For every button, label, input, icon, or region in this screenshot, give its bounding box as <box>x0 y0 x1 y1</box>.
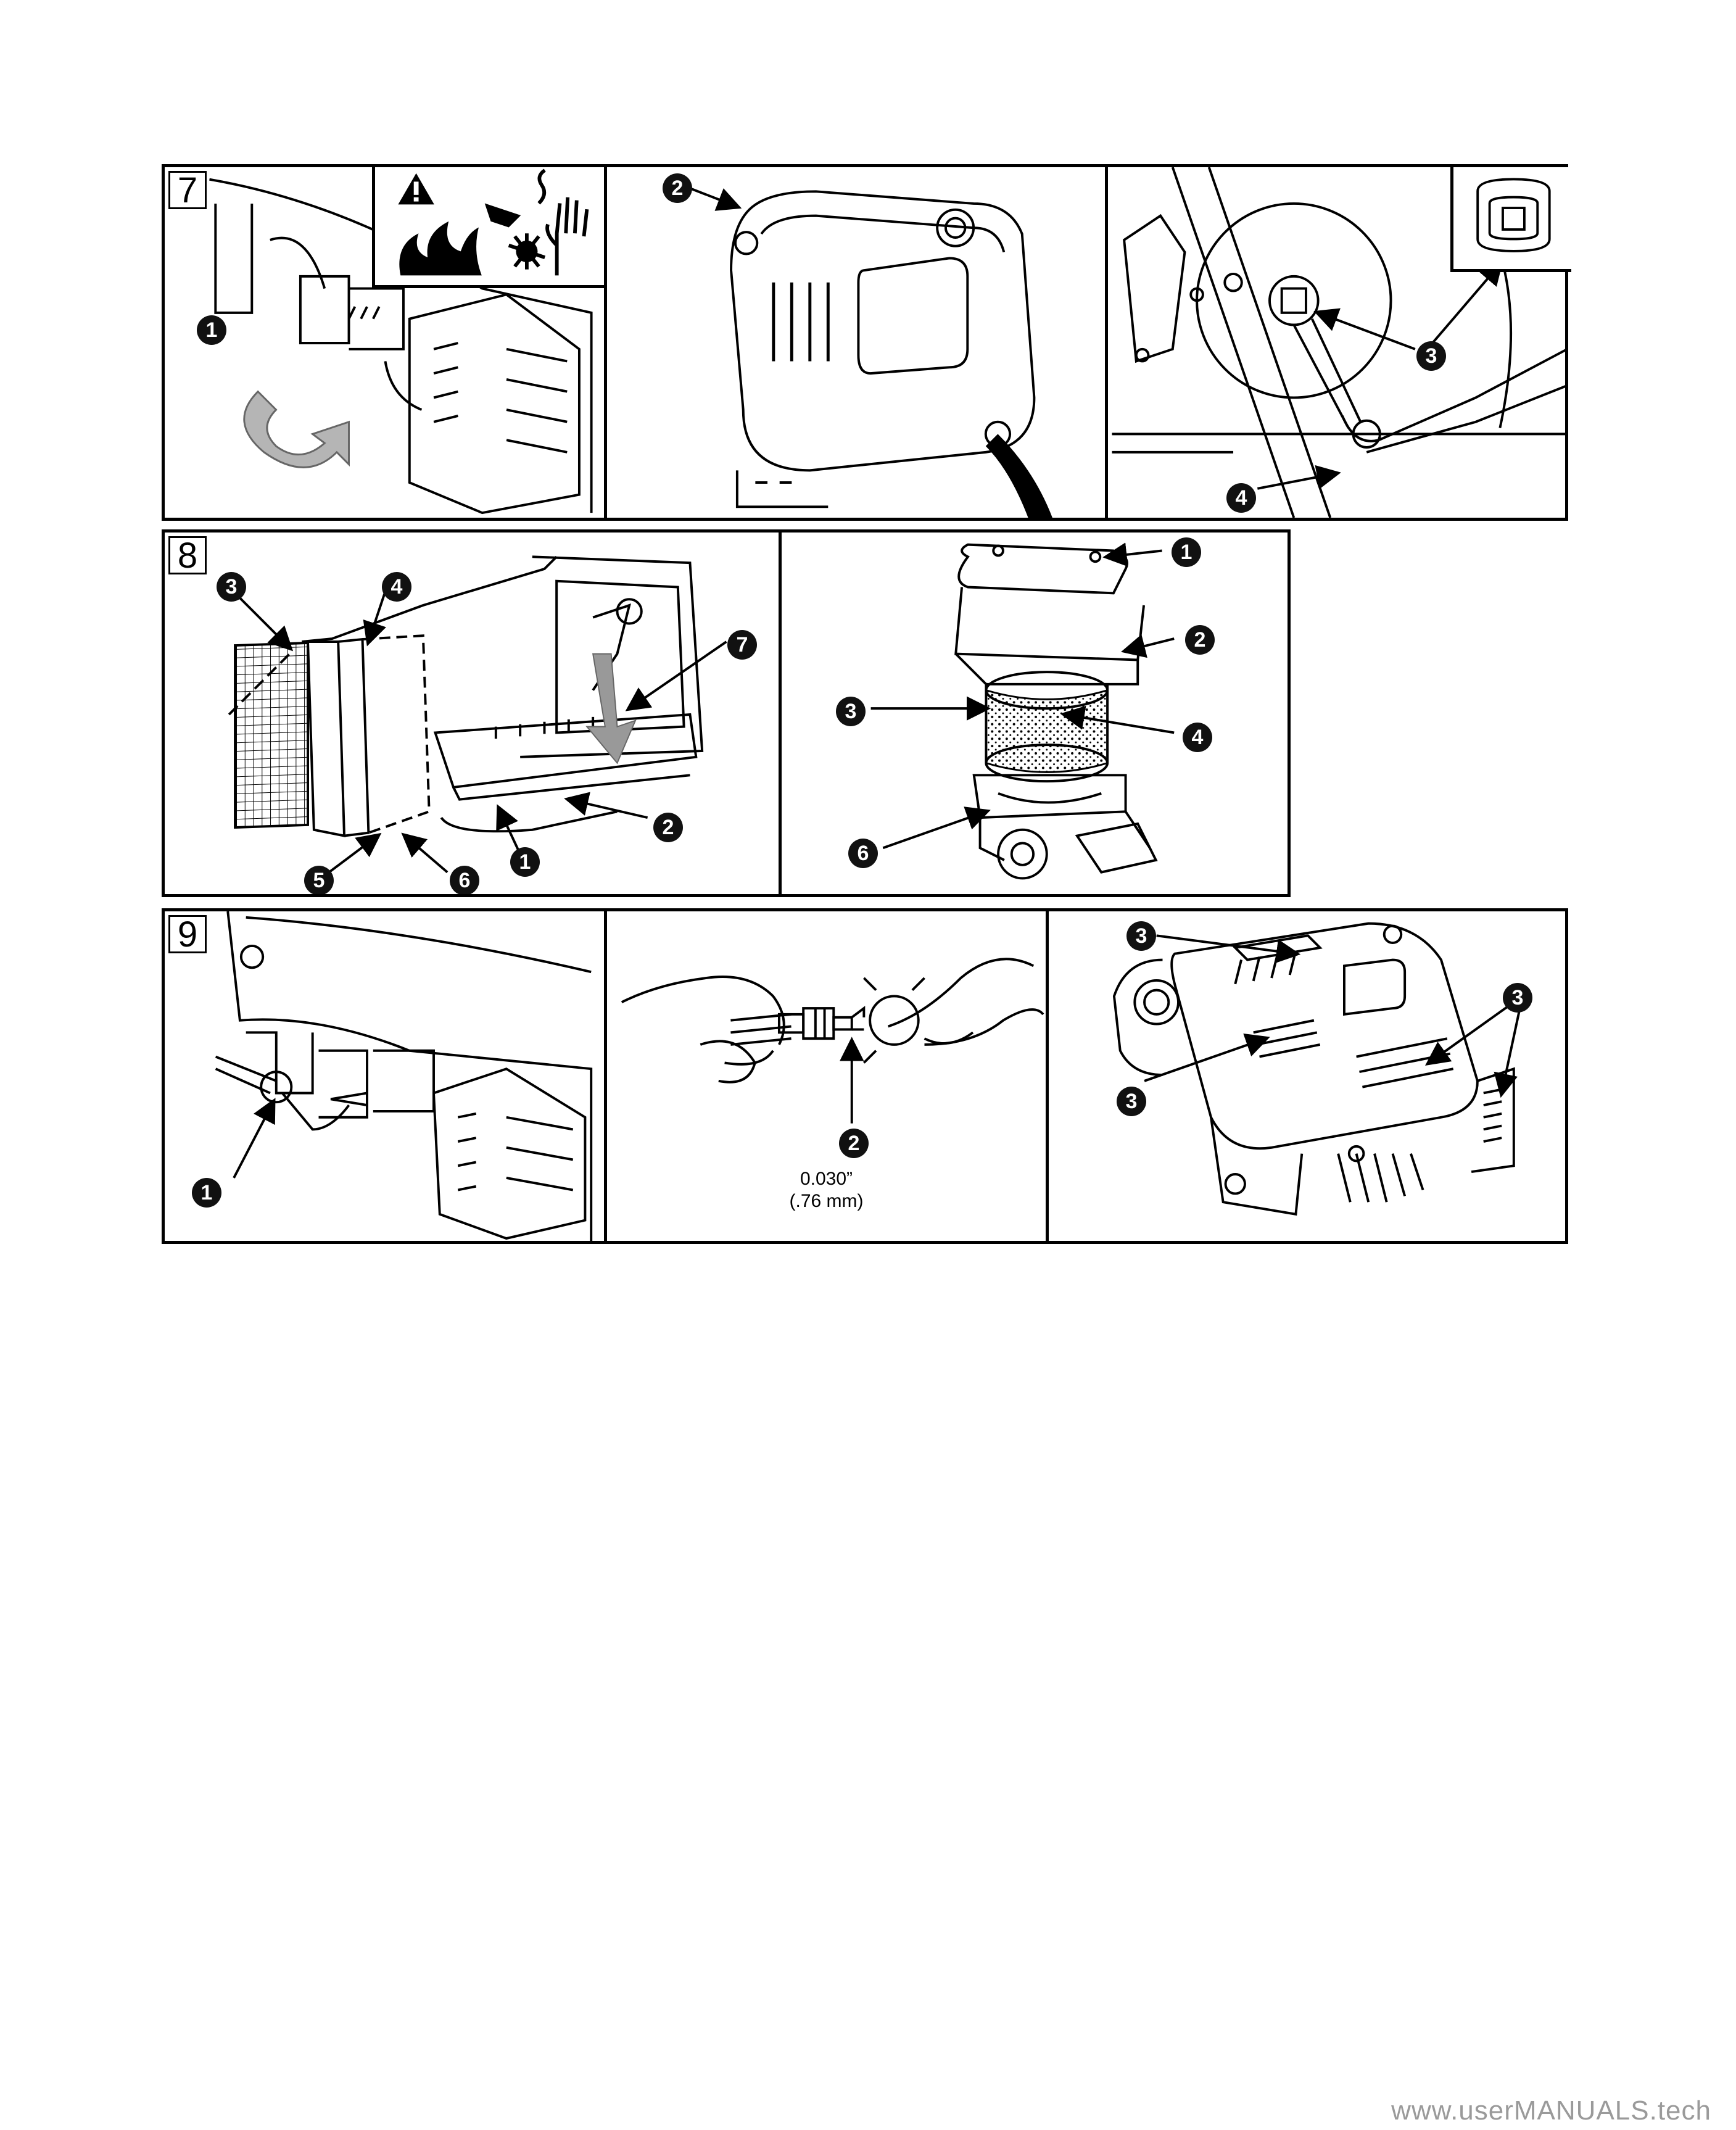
step-7-panel-blower-housing: 2 <box>607 167 1108 518</box>
step-9-panel-engine-top: 3 3 3 <box>1049 911 1571 1241</box>
callout-marker: 1 <box>510 847 540 877</box>
watermark: www.userMANUALS.tech <box>1391 2095 1711 2126</box>
step-7-panel-engine-side: 1 <box>165 167 607 518</box>
step-7-figure: 7 <box>162 164 1571 521</box>
step-8-panel-cartridge-filter: 3 4 7 2 1 5 6 <box>165 532 782 894</box>
down-arrow-icon <box>585 653 637 765</box>
step-9-panel-plug-gap: 2 0.030” (.76 mm) <box>607 911 1049 1241</box>
step-7-panel-wrench: 3 4 <box>1108 167 1571 518</box>
callout-marker: 7 <box>727 630 757 660</box>
flywheel-wrench-illustration <box>1112 167 1568 518</box>
callout-marker: 2 <box>839 1129 869 1158</box>
callout-marker: 1 <box>192 1178 221 1208</box>
rotate-arrow-icon <box>243 390 350 468</box>
fire-icon <box>399 221 482 276</box>
blower-housing-illustration <box>682 184 1052 518</box>
gap-mm-label: (.76 mm) <box>789 1191 864 1211</box>
socket-detail-box <box>1450 167 1571 272</box>
callout-marker: 3 <box>1117 1087 1146 1116</box>
step-number: 9 <box>168 915 207 953</box>
callout-marker: 3 <box>1416 341 1446 371</box>
spark-plug-gap-gauge-illustration <box>621 958 1044 1124</box>
warning-triangle-icon <box>398 173 434 205</box>
callout-marker: 3 <box>836 697 866 726</box>
callout-marker: 2 <box>653 813 683 842</box>
foam-air-filter-illustration <box>870 542 1175 880</box>
hot-surface-hand-icon <box>537 168 589 276</box>
callout-marker: 4 <box>382 572 411 602</box>
callout-marker: 2 <box>1185 625 1215 655</box>
callout-marker: 3 <box>1126 921 1156 951</box>
step-number: 8 <box>168 536 207 574</box>
callout-marker: 1 <box>1172 537 1201 567</box>
callout-marker: 1 <box>197 315 226 345</box>
callout-marker: 2 <box>663 173 692 203</box>
step-9-figure: 9 1 <box>162 908 1568 1244</box>
step-8-figure: 8 <box>162 529 1291 897</box>
gap-inch-label: 0.030” <box>800 1169 853 1189</box>
engine-top-view-illustration <box>1112 922 1521 1216</box>
callout-marker: 6 <box>848 839 878 868</box>
callout-marker: 5 <box>304 866 334 894</box>
rotating-blade-cut-icon <box>484 203 546 270</box>
callout-marker: 3 <box>1503 983 1532 1013</box>
warning-box <box>372 167 604 288</box>
socket-icon <box>1476 178 1551 252</box>
callout-marker: 4 <box>1226 483 1256 513</box>
callout-marker: 4 <box>1183 723 1212 752</box>
callout-marker: 6 <box>450 866 479 894</box>
step-9-panel-spark-plug-wire: 1 <box>165 911 607 1241</box>
step-number: 7 <box>168 171 207 209</box>
spark-plug-wire-illustration <box>215 911 593 1241</box>
step-8-panel-foam-filter: 1 2 3 4 6 <box>782 532 1294 894</box>
air-filter-cartridge-illustration <box>228 555 727 874</box>
callout-marker: 3 <box>217 572 246 602</box>
